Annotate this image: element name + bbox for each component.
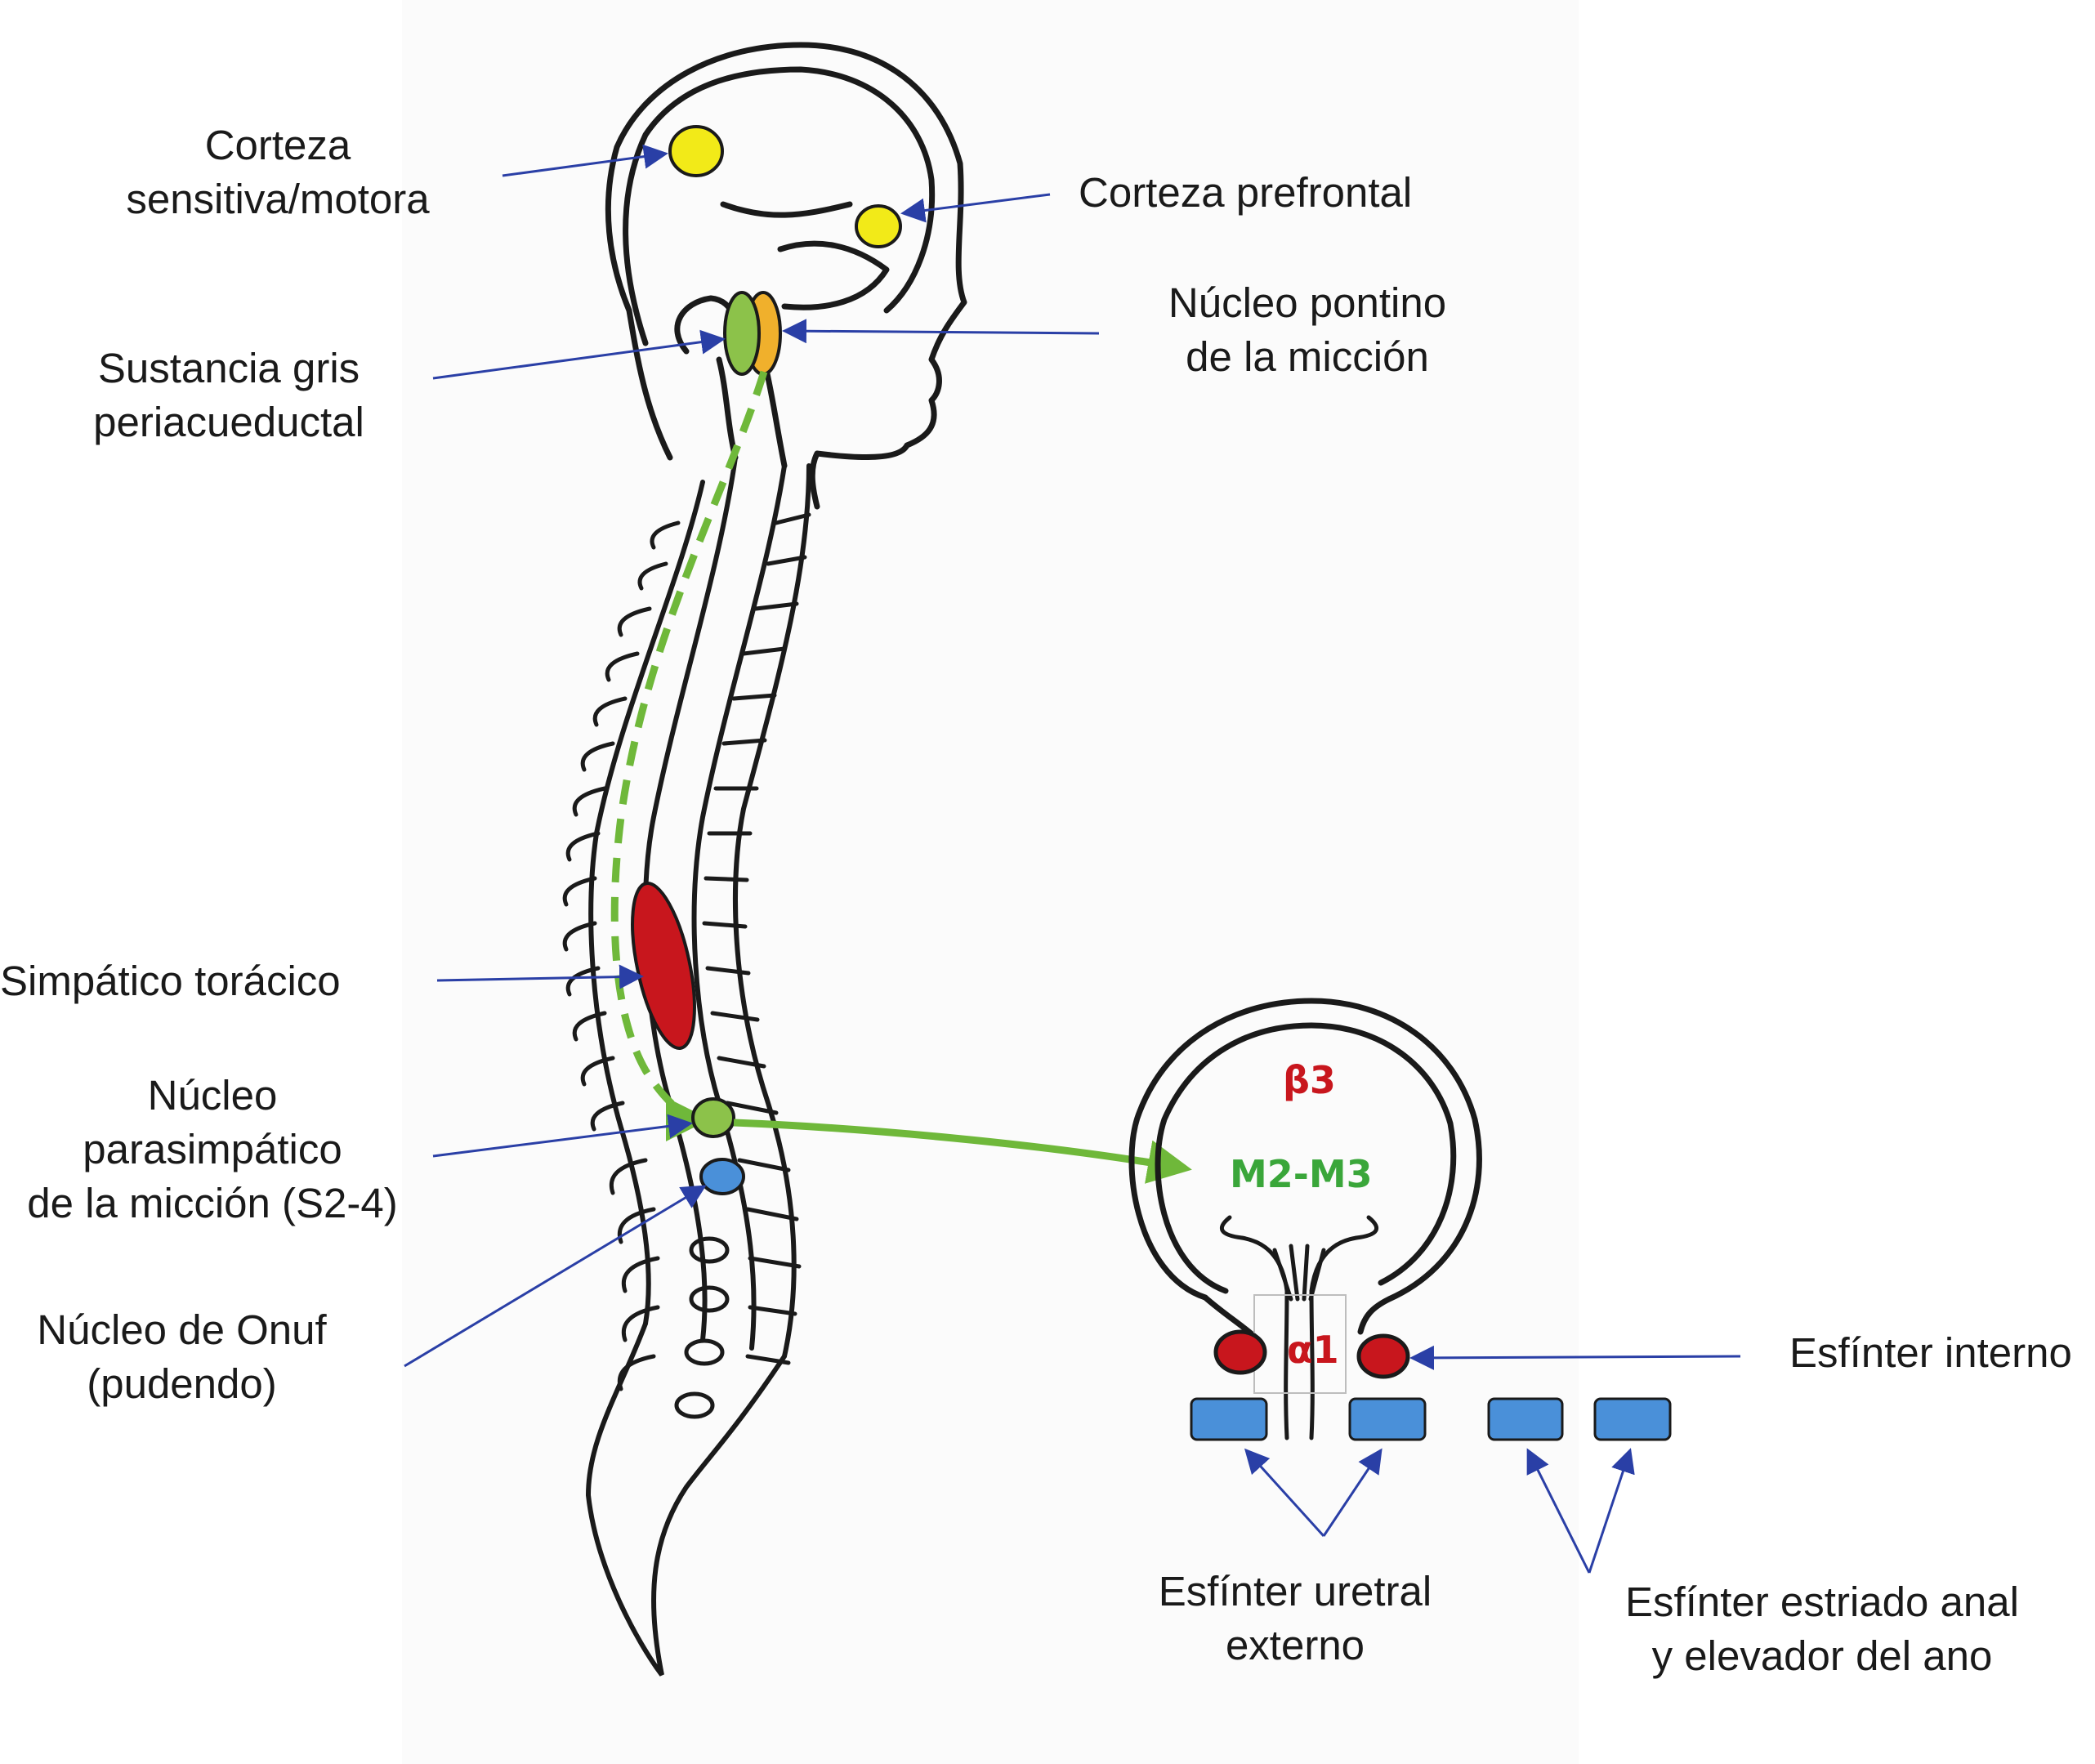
label-esfinter-anal: Esfínter estriado anal y elevador del an… <box>1625 1579 2019 1679</box>
arrow-simpatico <box>436 964 644 989</box>
receptor-m2m3: M2-M3 <box>1230 1152 1373 1196</box>
paper-background <box>402 0 1579 1764</box>
label-nucleo-pontino: Núcleo pontino de la micción <box>1168 279 1447 380</box>
external-urethral-sphincter-left <box>1190 1397 1268 1441</box>
arrow-nucleo-onuf <box>404 1185 707 1368</box>
anal-sphincter-right <box>1593 1397 1672 1441</box>
label-nucleo-parasimpatico: Núcleo parasimpático de la micción (S2-4… <box>27 1072 398 1226</box>
label-sustancia-gris: Sustancia gris periacueductal <box>93 345 364 445</box>
corteza-prefrontal-region <box>855 204 902 248</box>
arrow-corteza-sensitiva <box>502 144 668 177</box>
label-nucleo-onuf: Núcleo de Onuf (pudendo) <box>37 1306 327 1407</box>
nucleo-onuf-region <box>699 1158 745 1195</box>
anal-sphincter-left <box>1487 1397 1564 1441</box>
arrow-corteza-prefrontal <box>900 193 1051 223</box>
external-urethral-sphincter-right <box>1348 1397 1427 1441</box>
arrow-nucleo-pontino <box>782 319 1100 344</box>
label-simpatico-toracico: Simpático torácico <box>0 958 341 1004</box>
arrow-nucleo-parasimpatico <box>432 1114 693 1158</box>
internal-sphincter-right <box>1356 1333 1410 1379</box>
efferent-pathway-arrow <box>733 1119 1192 1184</box>
arrow-uretral-left <box>1244 1448 1325 1538</box>
sustancia-gris-region <box>723 291 761 376</box>
label-esfinter-uretral: Esfínter uretral externo <box>1158 1568 1432 1668</box>
label-esfinter-interno: Esfínter interno <box>1789 1329 2072 1376</box>
vertebral-bodies <box>702 512 811 1365</box>
receptor-alpha1: α1 <box>1287 1328 1339 1372</box>
descending-pathway <box>610 370 768 1141</box>
arrow-anal-left <box>1526 1448 1591 1574</box>
label-corteza-prefrontal: Corteza prefrontal <box>1079 169 1413 216</box>
corteza-sensitiva-region <box>668 125 724 177</box>
arrow-esfinter-interno <box>1409 1345 1741 1370</box>
arrow-anal-right <box>1588 1448 1635 1574</box>
label-corteza-sensitiva: Corteza sensitiva/motora <box>126 122 430 222</box>
head-outline <box>605 42 967 510</box>
vertebral-ridges <box>562 520 681 1391</box>
receptor-beta3: β3 <box>1283 1058 1336 1102</box>
bladder-neck <box>1219 1215 1379 1440</box>
arrow-sustancia-gris <box>432 329 726 380</box>
internal-sphincter-left <box>1213 1329 1267 1375</box>
nucleo-parasimpatico-region <box>691 1097 735 1138</box>
pointer-arrows <box>404 144 1741 1574</box>
arrow-uretral-right <box>1322 1448 1383 1537</box>
sacral-foramina <box>674 1236 730 1419</box>
